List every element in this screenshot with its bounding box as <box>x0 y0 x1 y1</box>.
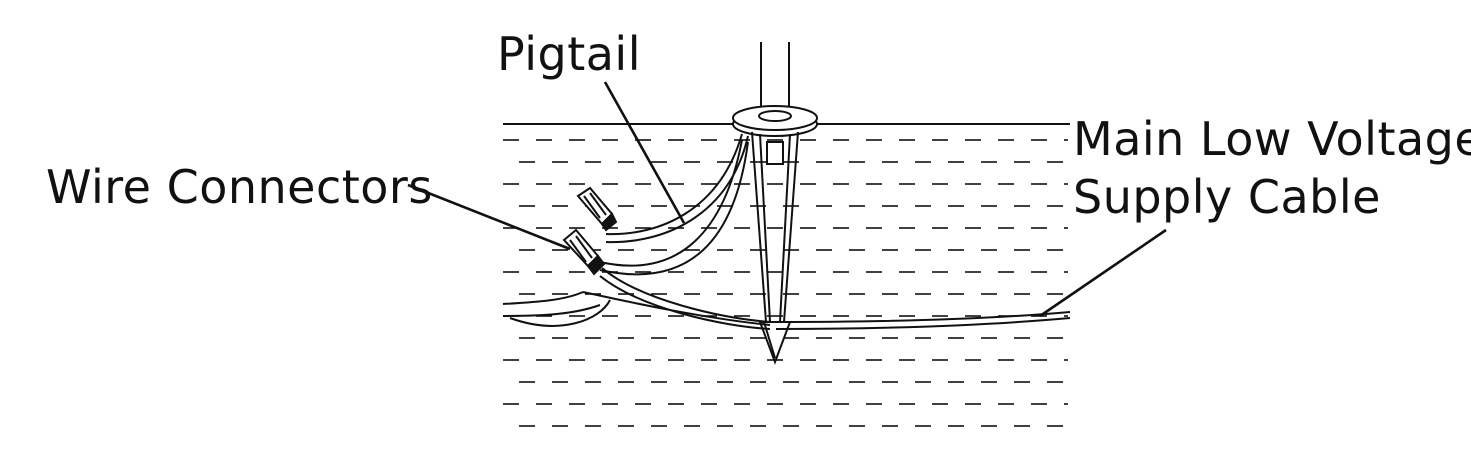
wire-connector-upper <box>576 186 618 232</box>
pigtail-leader <box>603 81 686 224</box>
ground-stake <box>751 131 799 365</box>
leader-lines <box>407 81 1167 318</box>
cable-leader <box>1039 228 1167 318</box>
stake-collar <box>732 105 818 165</box>
supply-cable-label-line1: Main Low Voltage <box>1073 112 1471 166</box>
soil-dash-pattern <box>503 139 1068 427</box>
pigtail-label: Pigtail <box>497 27 641 81</box>
pigtail-wires <box>582 133 771 330</box>
wire-connectors-leader <box>407 183 571 251</box>
supply-cable-label: Main Low Voltage Supply Cable <box>1073 110 1471 226</box>
wire-connector-lower <box>562 228 606 276</box>
wire-connectors-label: Wire Connectors <box>46 160 433 214</box>
main-supply-cable <box>502 291 1071 330</box>
supply-cable-label-line2: Supply Cable <box>1073 170 1381 224</box>
